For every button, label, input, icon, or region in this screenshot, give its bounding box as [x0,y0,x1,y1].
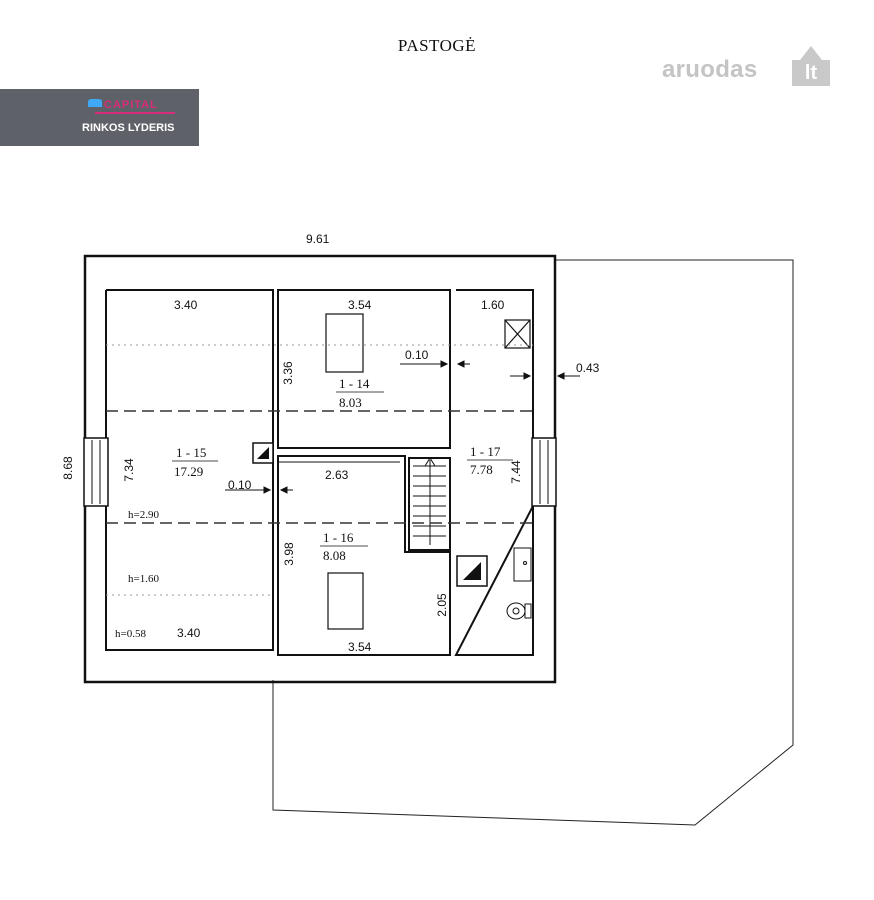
outer-wall [83,254,557,684]
height-note: h=2.90 [128,509,159,521]
height-note: h=1.60 [128,573,159,585]
room-1-14-id: 1 - 14 [339,376,370,391]
room-1-15-id: 1 - 15 [176,445,206,460]
height-note: h=0.58 [115,628,146,640]
agency-brand: CAPITAL [104,99,158,111]
agency-tagline: RINKOS LYDERIS [82,122,175,134]
chimney-icon [252,442,274,464]
window-left [83,437,109,507]
room-1-16-area: 8.08 [323,548,346,563]
room-1-17-walls [454,289,534,656]
room-1-14-area: 8.03 [339,395,362,410]
room-1-14-walls [277,289,451,449]
dim-outer-offset: 0.43 [576,361,600,375]
skylight-1-14 [325,313,364,373]
badge-divider [95,112,175,114]
staircase [408,457,451,551]
room-1-17-id: 1 - 17 [470,444,501,459]
plan-title: PASTOGĖ [397,36,477,55]
dim-wall-thickness: 0.10 [405,348,429,362]
chimney-2-icon [456,555,488,587]
dim-room15-top: 3.40 [174,298,198,312]
dim-corridor: 2.63 [325,468,349,482]
dim-overall-height: 8.68 [61,456,75,480]
room-1-15-area: 17.29 [174,464,203,479]
dim-room17-top: 1.60 [481,298,505,312]
dim-room15-bottom: 3.40 [177,626,201,640]
dim-room15-height: 7.34 [122,458,136,482]
dim-room16-height: 3.98 [282,542,296,566]
watermark-text: aruodas [662,56,758,83]
skylight-1-16 [327,572,364,630]
sink-icon [513,547,532,582]
dim-room14-height: 3.36 [281,361,295,385]
room-1-17-area: 7.78 [470,462,493,477]
dim-wall-thickness-left: 0.10 [228,478,252,492]
room-1-15-walls [105,289,274,651]
room-1-16-walls [277,455,451,656]
dim-room16-bottom: 3.54 [348,640,372,654]
dim-room17-height: 7.44 [509,460,523,484]
dim-stair-depth: 2.05 [435,593,449,617]
watermark-logo: lt [792,46,830,86]
agency-badge: CAPITAL RINKOS LYDERIS [0,89,199,146]
house-logo-icon [88,99,102,107]
room-1-16-id: 1 - 16 [323,530,354,545]
terrace-outline [272,259,794,826]
window-right [531,437,557,507]
vent-1-17-icon [504,319,531,349]
dim-room14-top: 3.54 [348,298,372,312]
dim-overall-width: 9.61 [306,232,330,246]
toilet-icon [506,602,532,620]
